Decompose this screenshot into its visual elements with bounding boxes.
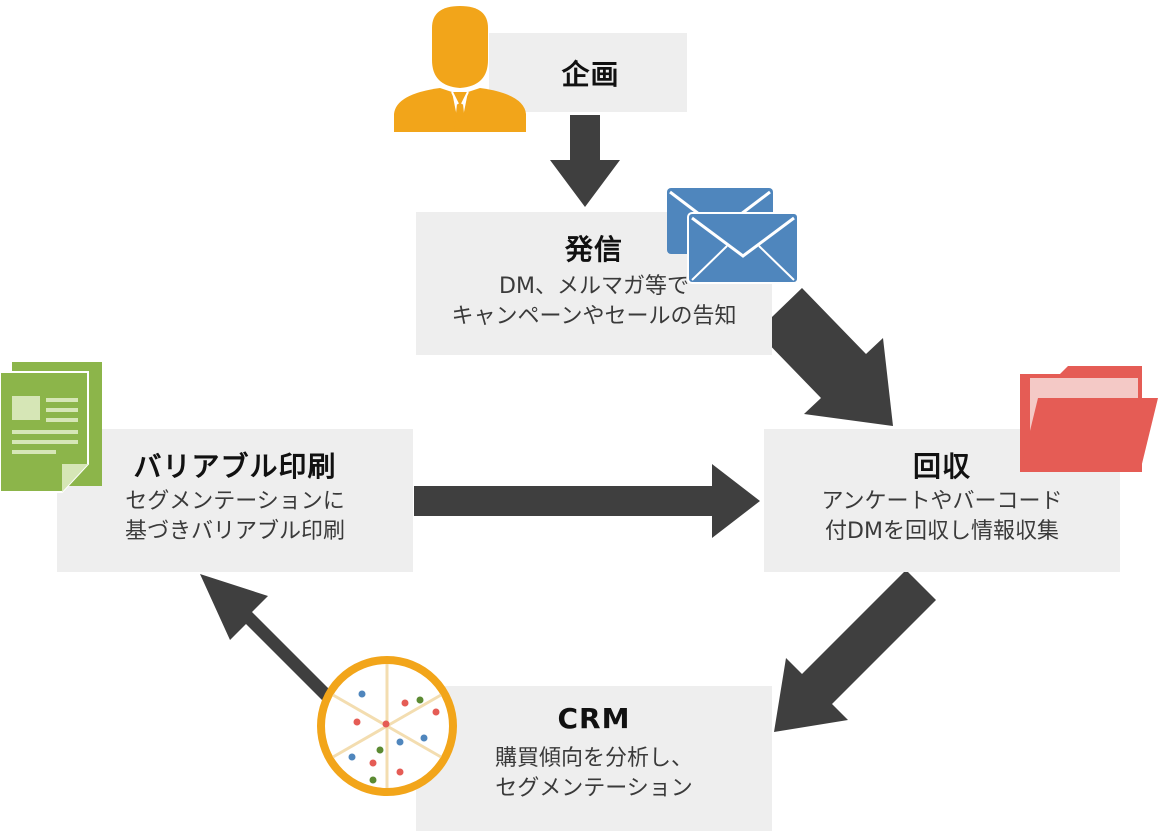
node-collect-desc-line: アンケートやバーコード bbox=[821, 489, 1063, 514]
node-send-desc-line: キャンペーンやセールの告知 bbox=[451, 304, 737, 329]
arrow-crm-to-print bbox=[200, 574, 350, 702]
pie-chart-icon bbox=[317, 656, 457, 796]
node-collect-desc-line: 付DMを回収し情報収集 bbox=[825, 519, 1059, 544]
node-crm: CRM 購買傾向を分析し、 セグメンテーション bbox=[416, 686, 772, 831]
node-send-desc-line: DM、メルマガ等で bbox=[499, 274, 689, 299]
node-print-desc-line: 基づきバリアブル印刷 bbox=[124, 519, 345, 544]
node-send-desc: DM、メルマガ等で キャンペーンやセールの告知 bbox=[416, 272, 772, 332]
node-collect-title: 回収 bbox=[912, 450, 971, 483]
node-print-title: バリアブル印刷 bbox=[133, 450, 337, 483]
node-plan: 企画 bbox=[489, 33, 687, 112]
node-crm-title: CRM bbox=[557, 702, 631, 735]
person-icon bbox=[394, 6, 526, 132]
node-crm-desc: 購買傾向を分析し、 セグメンテーション bbox=[416, 744, 772, 804]
document-icon bbox=[0, 362, 102, 493]
node-crm-desc-line: 購買傾向を分析し、 bbox=[494, 746, 693, 771]
node-print-desc-line: セグメンテーションに bbox=[125, 489, 345, 514]
node-collect-desc: アンケートやバーコード 付DMを回収し情報収集 bbox=[764, 487, 1120, 547]
node-plan-title: 企画 bbox=[561, 58, 620, 91]
arrow-send-to-collect bbox=[757, 288, 893, 426]
node-crm-desc-line: セグメンテーション bbox=[495, 776, 693, 801]
node-send-title: 発信 bbox=[564, 233, 623, 266]
arrow-collect-to-crm bbox=[774, 570, 936, 732]
arrow-plan-to-send bbox=[550, 115, 620, 207]
envelope-icon bbox=[667, 188, 799, 284]
folder-icon bbox=[1020, 366, 1158, 472]
node-print-desc: セグメンテーションに 基づきバリアブル印刷 bbox=[57, 487, 413, 547]
arrow-print-to-collect bbox=[414, 464, 760, 538]
node-print: バリアブル印刷 セグメンテーションに 基づきバリアブル印刷 bbox=[57, 429, 413, 572]
